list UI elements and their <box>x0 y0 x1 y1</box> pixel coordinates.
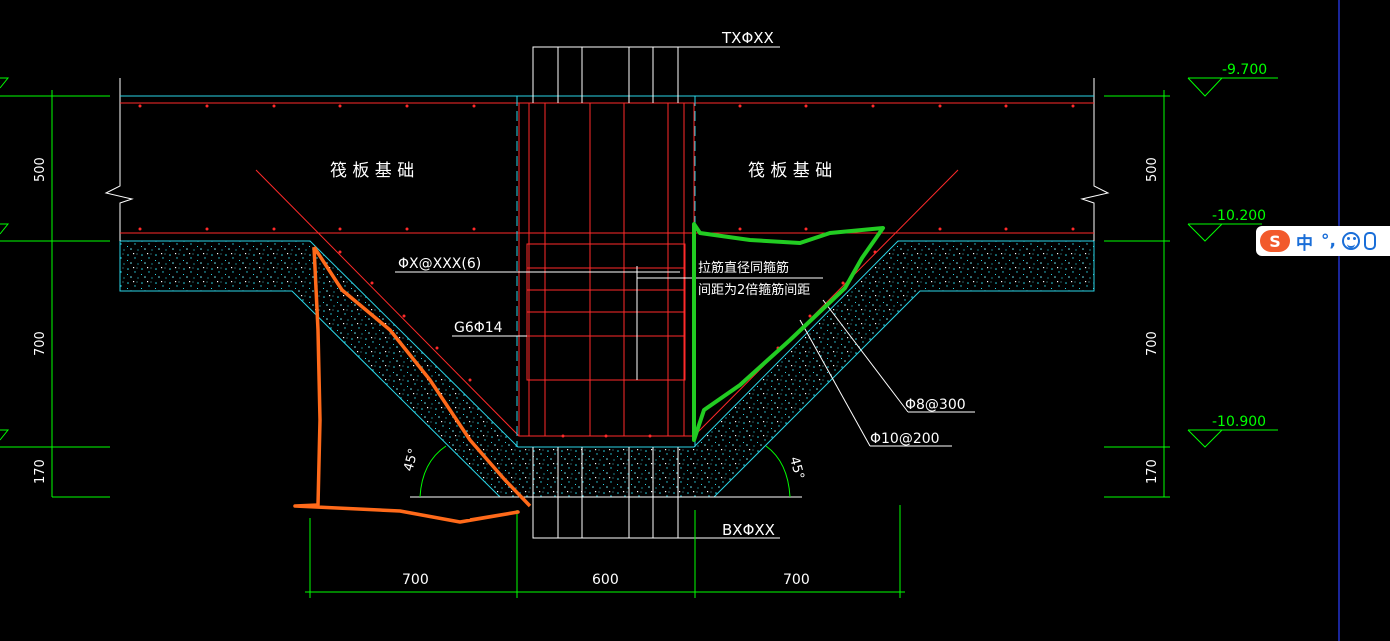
bottom-rebar-label: BXΦXX <box>722 521 775 539</box>
dimension-lines <box>0 77 1278 598</box>
side-bars-label: G6Φ14 <box>454 320 503 336</box>
concrete-cushion <box>119 240 1095 498</box>
note-line-1: 拉筋直径同箍筋 <box>698 260 789 276</box>
orange-markup <box>293 246 532 524</box>
elevation-mid: -10.200 <box>1212 208 1266 224</box>
elevation-top: -9.700 <box>1222 62 1267 78</box>
phi8-label: Φ8@300 <box>905 397 966 413</box>
angle-arcs <box>419 445 791 498</box>
raft-slab-outline <box>104 78 1110 241</box>
ime-language-toggle[interactable]: 中 <box>1296 233 1313 254</box>
ime-toolbar[interactable]: S 中 °, <box>1256 226 1390 256</box>
right-dim-700: 700 <box>1145 331 1160 356</box>
note-line-2: 间距为2倍箍筋间距 <box>698 282 810 298</box>
right-dim-500: 500 <box>1145 157 1160 182</box>
elevation-bot: -10.900 <box>1212 414 1266 430</box>
slab-rebar <box>120 102 1094 437</box>
right-slab-label: 筏 板 基 础 <box>748 161 832 181</box>
phi10-label: Φ10@200 <box>870 431 940 447</box>
bottom-dim-700-right: 700 <box>783 572 810 588</box>
left-dim-170: 170 <box>33 459 48 484</box>
right-dim-170: 170 <box>1145 459 1160 484</box>
left-dim-700: 700 <box>33 331 48 356</box>
microphone-icon[interactable] <box>1363 232 1376 250</box>
bottom-dim-700-left: 700 <box>402 572 429 588</box>
bottom-dim-600: 600 <box>592 572 619 588</box>
left-dim-500: 500 <box>33 157 48 182</box>
angle-right-label: 45° <box>786 455 806 481</box>
top-rebar-label: TXΦXX <box>721 29 774 47</box>
emoji-icon[interactable] <box>1341 232 1360 250</box>
ime-punctuation-toggle[interactable]: °, <box>1321 231 1336 251</box>
green-markup <box>692 222 885 442</box>
sogou-logo-icon[interactable]: S <box>1260 230 1290 252</box>
stirrup-label: ΦX@XXX(6) <box>398 256 481 272</box>
angle-left-label: 45° <box>401 447 421 473</box>
drawing-text: 筏 板 基 础 筏 板 基 础 TXΦXX BXΦXX ΦX@XXX(6) G6… <box>33 29 1267 588</box>
column-bars <box>395 46 975 539</box>
ime-logo-letter: S <box>1269 231 1281 251</box>
left-slab-label: 筏 板 基 础 <box>330 161 414 181</box>
